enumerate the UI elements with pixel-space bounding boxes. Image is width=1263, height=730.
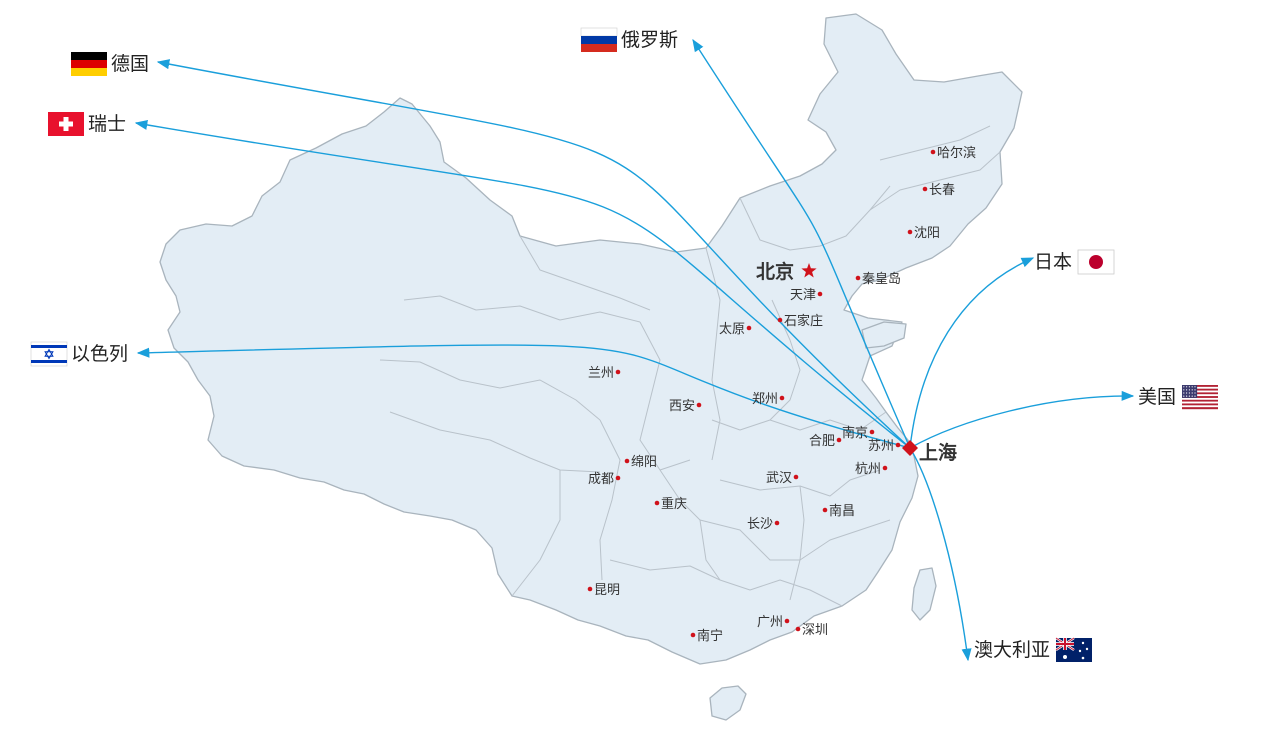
shandong-peninsula bbox=[861, 321, 907, 349]
city-label: 秦皇岛 bbox=[862, 271, 901, 287]
china-mainland bbox=[159, 13, 1023, 665]
city-label: 天津 bbox=[790, 288, 816, 303]
city-dot bbox=[746, 325, 752, 331]
province-borders bbox=[379, 125, 1001, 607]
city-label: 昆明 bbox=[594, 583, 620, 598]
beijing-label: 北京 bbox=[756, 260, 794, 283]
usa-flag bbox=[1182, 385, 1219, 410]
city-dot bbox=[855, 275, 861, 281]
city-dot bbox=[624, 458, 630, 464]
city-label: 绵阳 bbox=[631, 455, 657, 470]
city-dot bbox=[895, 442, 901, 448]
australia-flag bbox=[1055, 637, 1093, 662]
city-label: 郑州 bbox=[752, 392, 778, 407]
city-label: 哈尔滨 bbox=[937, 145, 976, 161]
route-switzerland bbox=[134, 119, 911, 449]
city-label: 南宁 bbox=[697, 628, 723, 644]
route-israel bbox=[136, 344, 911, 449]
japan-flag bbox=[1077, 249, 1115, 275]
city-label: 深圳 bbox=[802, 623, 828, 638]
city-dot bbox=[690, 632, 696, 638]
city-dot bbox=[922, 186, 928, 192]
city-label: 长春 bbox=[929, 183, 955, 198]
city-label: 武汉 bbox=[766, 471, 792, 486]
city-dot bbox=[777, 317, 783, 323]
city-label: 杭州 bbox=[855, 462, 881, 477]
city-dot bbox=[822, 507, 828, 513]
city-dot bbox=[907, 229, 913, 235]
route-russia bbox=[692, 38, 911, 449]
destination-label-usa: 美国 bbox=[1138, 386, 1176, 408]
city-label: 广州 bbox=[757, 615, 783, 630]
city-label: 成都 bbox=[588, 472, 614, 487]
city-label: 南昌 bbox=[829, 503, 855, 519]
city-dot bbox=[930, 149, 936, 155]
israel-flag bbox=[30, 341, 68, 367]
city-dot bbox=[869, 429, 875, 435]
city-dot bbox=[654, 500, 660, 506]
city-dot bbox=[795, 626, 801, 632]
route-usa bbox=[909, 390, 1135, 449]
city-dot bbox=[774, 520, 780, 526]
germany-flag bbox=[71, 52, 107, 76]
capital-star-icon bbox=[801, 263, 817, 278]
taiwan-island bbox=[911, 567, 937, 621]
city-label: 长沙 bbox=[747, 517, 773, 532]
destination-label-russia: 俄罗斯 bbox=[621, 29, 678, 51]
city-label: 重庆 bbox=[661, 496, 687, 512]
city-label: 沈阳 bbox=[914, 226, 940, 241]
city-dot bbox=[779, 395, 785, 401]
hubs-layer: 上海 北京 bbox=[756, 260, 957, 464]
city-dot bbox=[615, 475, 621, 481]
route-germany bbox=[156, 59, 911, 449]
city-dot bbox=[615, 369, 621, 375]
city-label: 太原 bbox=[719, 322, 745, 337]
city-label: 苏州 bbox=[868, 438, 894, 454]
route-japan bbox=[909, 257, 1035, 449]
destination-label-switzerland: 瑞士 bbox=[88, 113, 126, 135]
shanghai-marker bbox=[902, 440, 918, 456]
routes-layer bbox=[134, 38, 1135, 662]
city-label: 西安 bbox=[669, 399, 695, 414]
destination-label-japan: 日本 bbox=[1034, 251, 1072, 273]
switzerland-flag bbox=[48, 112, 84, 136]
city-dot bbox=[836, 437, 842, 443]
city-label: 兰州 bbox=[588, 366, 614, 381]
russia-flag bbox=[580, 27, 618, 52]
hainan-island bbox=[709, 685, 747, 721]
city-label: 南京 bbox=[842, 425, 868, 441]
city-dot bbox=[696, 402, 702, 408]
city-label: 合肥 bbox=[809, 434, 835, 449]
city-dot bbox=[587, 586, 593, 592]
city-label: 石家庄 bbox=[784, 313, 823, 329]
city-dot bbox=[793, 474, 799, 480]
route-australia bbox=[909, 447, 972, 662]
shanghai-label: 上海 bbox=[919, 441, 957, 464]
city-dot bbox=[882, 465, 888, 471]
city-dot bbox=[784, 618, 790, 624]
destination-label-australia: 澳大利亚 bbox=[974, 639, 1050, 661]
destination-label-germany: 德国 bbox=[111, 53, 149, 75]
city-dot bbox=[817, 291, 823, 297]
destination-label-israel: 以色列 bbox=[71, 343, 128, 365]
